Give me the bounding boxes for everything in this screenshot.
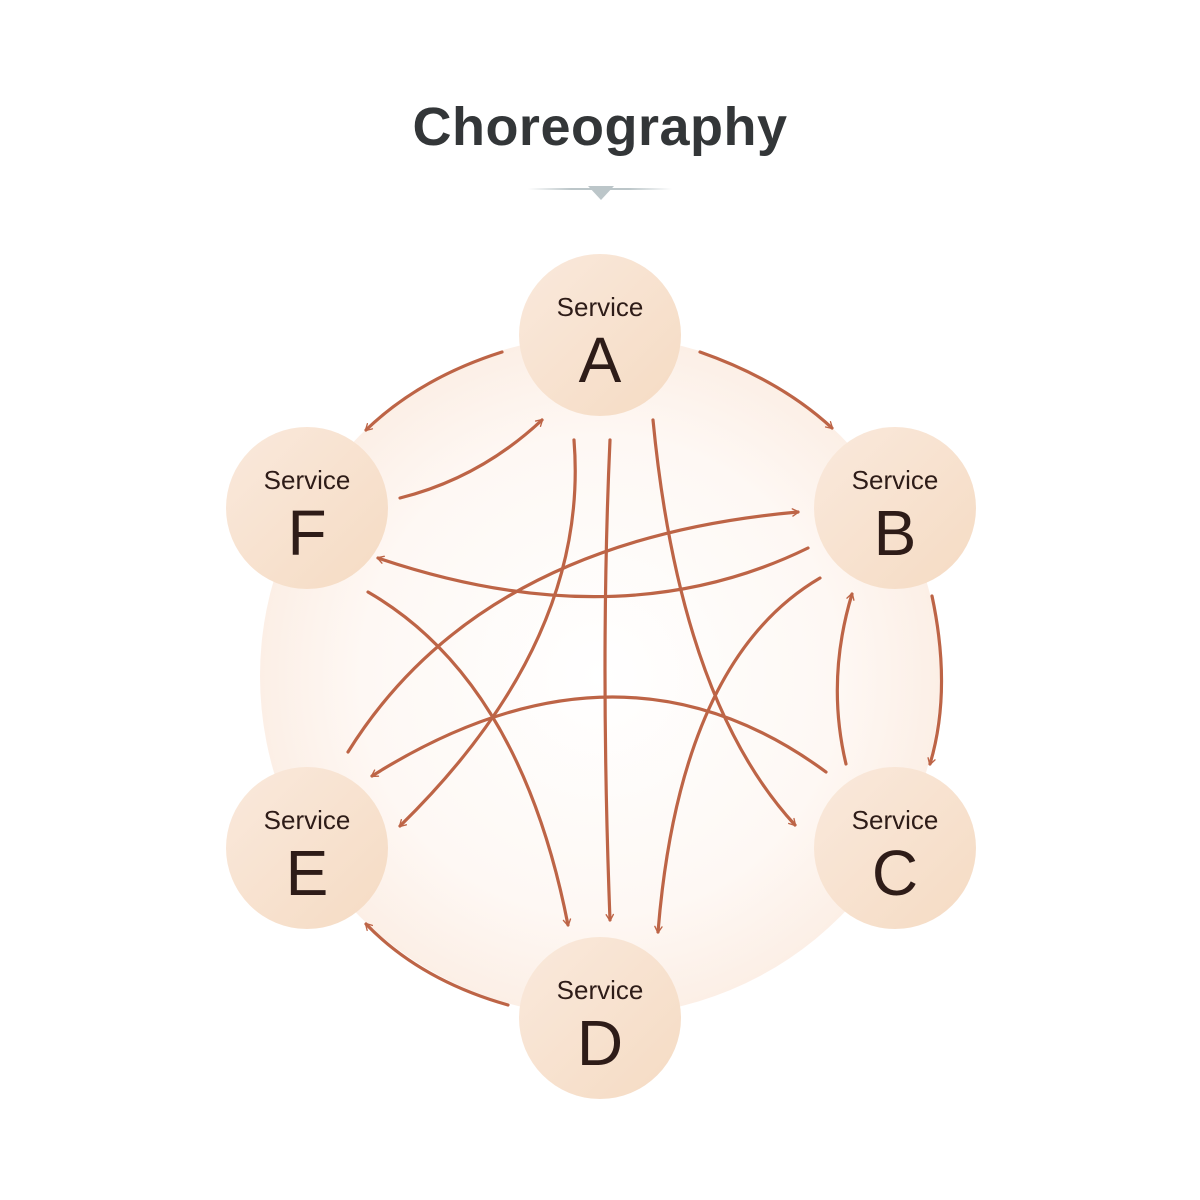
edge-a-to-f bbox=[364, 350, 504, 432]
edge-d-to-e bbox=[364, 922, 510, 1007]
edge-b-to-c bbox=[927, 594, 944, 766]
node-prefix-label: Service bbox=[264, 805, 351, 835]
node-circle bbox=[226, 427, 388, 589]
node-letter-label: E bbox=[286, 837, 329, 909]
node-circle bbox=[814, 427, 976, 589]
edge-a-to-d bbox=[603, 438, 615, 922]
node-circle bbox=[519, 254, 681, 416]
chevron-down-icon bbox=[588, 186, 614, 200]
node-prefix-label: Service bbox=[852, 805, 939, 835]
node-circle bbox=[519, 937, 681, 1099]
node-letter-label: A bbox=[579, 324, 622, 396]
node-letter-label: B bbox=[874, 497, 917, 569]
node-prefix-label: Service bbox=[557, 292, 644, 322]
diagram-title: Choreography bbox=[412, 97, 788, 157]
node-letter-label: D bbox=[577, 1007, 623, 1079]
node-circle bbox=[226, 767, 388, 929]
node-prefix-label: Service bbox=[557, 975, 644, 1005]
edge-c-to-b bbox=[835, 592, 855, 766]
edge-a-to-b bbox=[698, 350, 834, 430]
edge-e-to-b bbox=[346, 508, 800, 754]
edge-b-to-f bbox=[376, 546, 810, 599]
edge-f-to-a bbox=[398, 418, 544, 500]
edge-group bbox=[346, 350, 944, 1007]
node-letter-label: F bbox=[287, 497, 326, 569]
node-group: ServiceAServiceBServiceCServiceDServiceE… bbox=[226, 254, 976, 1099]
edge-f-to-d bbox=[366, 590, 572, 927]
node-circle bbox=[814, 767, 976, 929]
background-halo bbox=[260, 336, 940, 1016]
node-letter-label: C bbox=[872, 837, 918, 909]
edge-b-to-d bbox=[654, 576, 822, 934]
edge-c-to-e bbox=[370, 695, 828, 778]
node-prefix-label: Service bbox=[264, 465, 351, 495]
edge-a-to-c bbox=[651, 418, 797, 827]
edge-a-to-e bbox=[398, 438, 577, 828]
node-prefix-label: Service bbox=[852, 465, 939, 495]
